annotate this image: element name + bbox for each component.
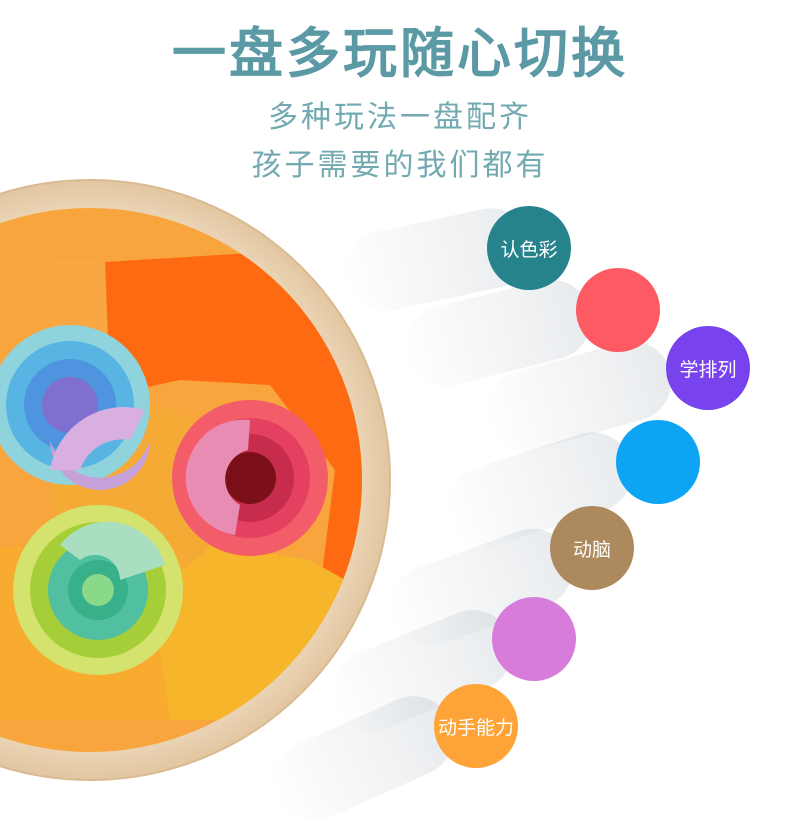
red-rings (172, 400, 328, 556)
headline-subtitle-1: 多种玩法一盘配齐 (268, 100, 532, 135)
bubble-label: 动脑 (572, 538, 611, 561)
bubble-label: 认色彩 (500, 238, 558, 261)
bubble-recognize-colors: 认色彩 (487, 206, 571, 290)
bubble-pink (492, 597, 576, 681)
bubble-red (576, 268, 660, 352)
bubble-hands-on-ability: 动手能力 (434, 684, 518, 768)
blue-rings (0, 325, 150, 490)
headline-subtitle-2: 孩子需要的我们都有 (251, 148, 549, 183)
green-rings (13, 505, 183, 675)
bubble-label: 学排列 (679, 358, 737, 381)
bubble-blue (616, 420, 700, 504)
rainbow-puzzle-board (0, 179, 391, 781)
bubble-label: 动手能力 (437, 716, 514, 739)
bubble-use-brain: 动脑 (550, 506, 634, 590)
purple-ring-segment (50, 407, 145, 470)
bubble-learn-arrangement: 学排列 (666, 326, 750, 410)
headline-title: 一盘多玩随心切换 (172, 22, 628, 85)
